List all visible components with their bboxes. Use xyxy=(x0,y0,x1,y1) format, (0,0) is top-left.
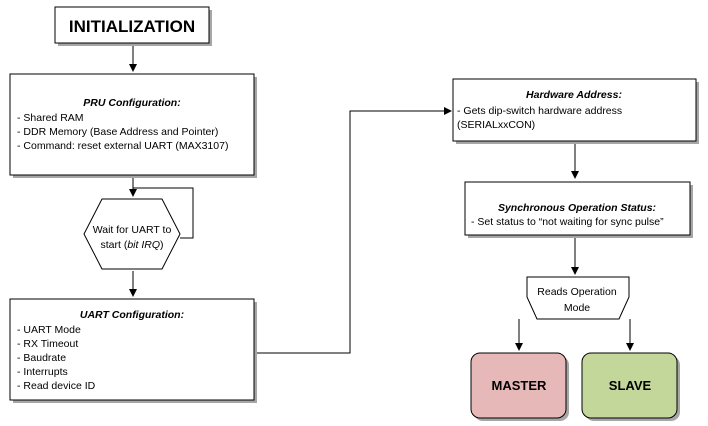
connectors xyxy=(129,44,634,354)
uart-heading: UART Configuration: xyxy=(80,309,184,321)
wait-line-2-italic: bit IRQ xyxy=(127,239,160,251)
sync-node: Synchronous Operation Status: - Set stat… xyxy=(464,181,693,238)
wait-line-2-prefix: start ( xyxy=(100,239,127,251)
init-node: INITIALIZATION xyxy=(54,6,212,46)
reads-node: Reads Operation Mode xyxy=(526,276,630,320)
uart-line: - RX Timeout xyxy=(17,338,78,350)
pru-line: - Command: reset external UART (MAX3107) xyxy=(17,140,228,152)
master-label: MASTER xyxy=(492,378,548,393)
pru-line: - Shared RAM xyxy=(17,112,84,124)
pru-box xyxy=(9,73,255,176)
wait-line-2-suffix: ) xyxy=(160,239,164,251)
wait-node: Wait for UART to start (bit IRQ) xyxy=(83,198,181,270)
reads-line-1: Reads Operation xyxy=(537,286,617,298)
sync-line: - Set status to “not waiting for sync pu… xyxy=(471,216,664,228)
reads-line-2: Mode xyxy=(564,302,590,314)
slave-label: SLAVE xyxy=(609,378,652,393)
hw-box xyxy=(452,78,697,142)
slave-node: SLAVE xyxy=(581,352,680,421)
sync-heading: Synchronous Operation Status: xyxy=(498,202,656,214)
hw-heading: Hardware Address: xyxy=(526,89,622,101)
uart-line: - Read device ID xyxy=(17,380,96,392)
sync-box xyxy=(464,181,691,236)
hw-node: Hardware Address: - Gets dip-switch hard… xyxy=(452,78,699,144)
pru-line: - DDR Memory (Base Address and Pointer) xyxy=(17,126,218,138)
uart-line: - UART Mode xyxy=(17,324,81,336)
hw-line: - Gets dip-switch hardware address xyxy=(457,105,622,117)
uart-line: - Baudrate xyxy=(17,352,66,364)
reads-trapezoid xyxy=(526,276,630,320)
master-node: MASTER xyxy=(470,352,569,421)
wait-line-2: start (bit IRQ) xyxy=(100,239,163,251)
wait-line-1: Wait for UART to xyxy=(93,224,172,236)
uart-line: - Interrupts xyxy=(17,366,68,378)
pru-node: PRU Configuration: - Shared RAM - DDR Me… xyxy=(9,73,257,178)
wait-hexagon xyxy=(83,198,181,270)
uart-box xyxy=(9,298,255,401)
edge-uart-to-hw xyxy=(256,107,452,354)
pru-heading: PRU Configuration: xyxy=(83,97,180,109)
uart-node: UART Configuration: - UART Mode - RX Tim… xyxy=(9,298,257,403)
master-box xyxy=(470,352,567,419)
slave-box xyxy=(581,352,678,419)
init-label: INITIALIZATION xyxy=(69,17,195,36)
init-box xyxy=(54,6,210,44)
edge-wait-loop xyxy=(133,187,194,239)
hw-line: (SERIALxxCON) xyxy=(457,119,535,131)
